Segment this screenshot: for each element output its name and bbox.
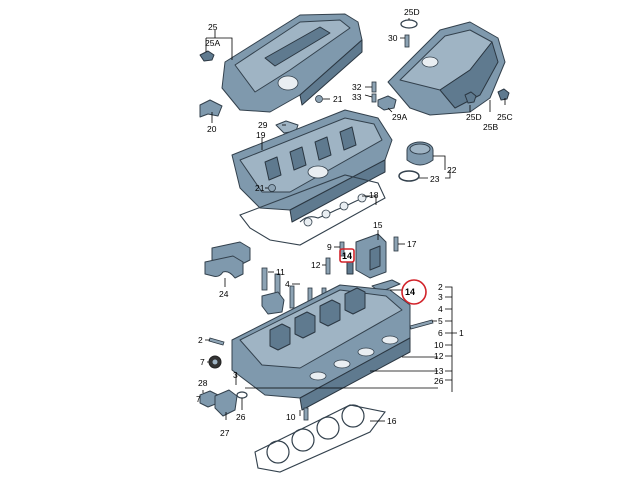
callout-28: 28 (198, 378, 208, 388)
cover-gasket (239, 174, 386, 246)
cover-clips-25c-25d (464, 88, 510, 104)
callout-7: 7 (200, 357, 205, 367)
callout-32: 32 (352, 82, 362, 92)
bracket-20 (199, 99, 223, 118)
sensor-14-left (346, 261, 354, 275)
callout-right-10: 10 (434, 340, 444, 350)
callout-21-top: 21 (333, 94, 343, 104)
bolt-10 (303, 407, 309, 421)
seal-7 (208, 355, 222, 369)
cam-cover-ribs (264, 126, 357, 181)
callout-23: 23 (430, 174, 440, 184)
callout-10: 10 (286, 412, 296, 422)
bracket-29a (377, 95, 397, 111)
callout-25a: 25A (205, 38, 220, 48)
callout-7-lower: 7 (196, 394, 201, 404)
callout-18: 18 (369, 190, 379, 200)
callout-25d-bottom: 25D (466, 112, 482, 122)
callout-17: 17 (407, 239, 417, 249)
callout-right-4: 4 (438, 304, 443, 314)
valve-towers (269, 287, 366, 351)
cap-seal-23 (398, 170, 420, 182)
camshaft-sensor-27 (214, 389, 238, 417)
callout-29a: 29A (392, 112, 407, 122)
callout-29: 29 (258, 120, 268, 130)
callout-right-2: 2 (438, 282, 443, 292)
bracket-15 (355, 233, 387, 279)
bolt-30 (404, 34, 410, 48)
highlight-sensor-14-circle (401, 279, 427, 305)
callout-right-3: 3 (438, 292, 443, 302)
bolt-12 (325, 257, 331, 275)
callout-14-box: 14 (342, 251, 352, 261)
stud-5 (409, 319, 434, 330)
callout-21-side: 21 (255, 183, 265, 193)
cylinder-head-cover (231, 109, 393, 223)
callout-4: 4 (285, 279, 290, 289)
callout-24: 24 (219, 289, 229, 299)
callout-right-26: 26 (434, 376, 444, 386)
engine-cover-left (221, 13, 363, 113)
callout-right-5: 5 (438, 316, 443, 326)
callout-25d-top: 25D (404, 7, 420, 17)
bracket-part-4 (261, 291, 285, 315)
callout-26: 26 (236, 412, 246, 422)
callout-27: 27 (220, 428, 230, 438)
highlight-sensor-14-box (339, 248, 355, 263)
callout-33: 33 (352, 92, 362, 102)
head-gasket (254, 404, 386, 473)
exhaust-ports (309, 335, 399, 381)
callout-labels: 25 25A 25D 30 32 33 21 20 29 29A 25D 25B… (196, 7, 513, 438)
cover-grommet-25a (199, 50, 215, 62)
gasket-29 (275, 120, 299, 134)
callout-2: 2 (198, 335, 203, 345)
leader-lines (202, 18, 506, 422)
ring-26 (236, 391, 248, 399)
nut-21-side (268, 184, 276, 192)
bolt-17 (393, 236, 399, 252)
callout-1: 1 (459, 328, 464, 338)
callout-25: 25 (208, 22, 218, 32)
callout-15: 15 (373, 220, 383, 230)
callout-14-circle: 14 (405, 287, 415, 297)
callout-11: 11 (276, 267, 285, 277)
callout-16: 16 (387, 416, 397, 426)
nut-21-top (315, 95, 323, 103)
callout-right-6: 6 (438, 328, 443, 338)
callout-20: 20 (207, 124, 217, 134)
bearing-caps (204, 241, 251, 279)
callout-right-12: 12 (434, 351, 444, 361)
callout-25b: 25B (483, 122, 498, 132)
engine-cover-right (387, 21, 506, 116)
callout-9: 9 (327, 242, 332, 252)
seal-ring-25d (400, 19, 418, 29)
small-bolts-32-33 (371, 81, 377, 103)
callout-25c: 25C (497, 112, 513, 122)
callout-30: 30 (388, 33, 398, 43)
callout-right-13: 13 (434, 366, 444, 376)
callout-3: 3 (233, 370, 238, 380)
callout-12: 12 (311, 260, 321, 270)
callout-19: 19 (256, 130, 266, 140)
callout-22: 22 (447, 165, 457, 175)
oil-filler-cap (406, 141, 434, 166)
cylinder-head (231, 284, 411, 411)
pin-2 (208, 337, 225, 346)
